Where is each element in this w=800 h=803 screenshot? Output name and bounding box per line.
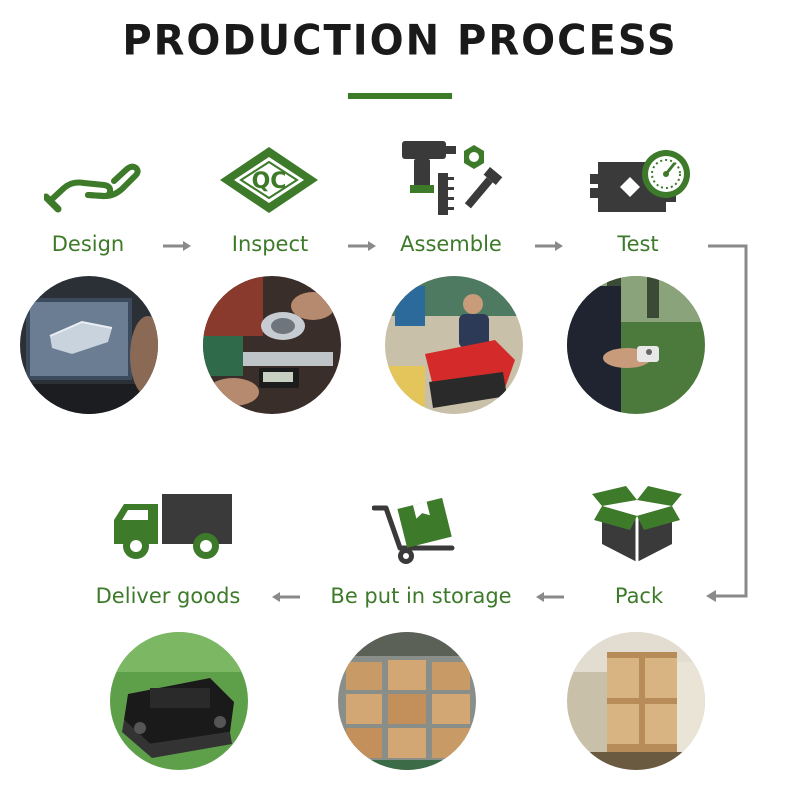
step-label-design: Design [51, 232, 125, 256]
title-underline [348, 93, 452, 99]
arrow-left-icon [272, 592, 300, 602]
step-label-be-put-in-storage: Be put in storage [330, 584, 512, 608]
designer-computer-photo [20, 276, 158, 414]
flow-connector-line [706, 244, 748, 602]
arrow-right-icon [163, 241, 191, 251]
page-title: PRODUCTION PROCESS [122, 16, 678, 66]
hand-icon [44, 163, 141, 213]
robot-mower-photo [110, 632, 248, 770]
step-label-deliver-goods: Deliver goods [95, 584, 241, 608]
pressure-gauge-icon [590, 150, 690, 212]
box-icon [592, 486, 682, 562]
tools-icon [402, 141, 503, 215]
worker-assembly-photo [385, 276, 523, 414]
hand-truck-icon [372, 497, 455, 564]
remote-control-test-photo [567, 276, 705, 414]
qc-badge-icon: QC [220, 147, 318, 213]
step-label-assemble: Assemble [400, 232, 502, 256]
caliper-measure-photo [203, 276, 341, 414]
arrow-right-icon [348, 241, 376, 251]
step-label-pack: Pack [614, 584, 664, 608]
step-label-test: Test [617, 232, 659, 256]
warehouse-crates-photo [338, 632, 476, 770]
arrow-left-icon [536, 592, 564, 602]
wooden-crate-photo [567, 632, 705, 770]
truck-icon [114, 494, 232, 559]
qc-text: QC [252, 169, 287, 194]
arrow-right-icon [535, 241, 563, 251]
step-label-inspect: Inspect [231, 232, 309, 256]
